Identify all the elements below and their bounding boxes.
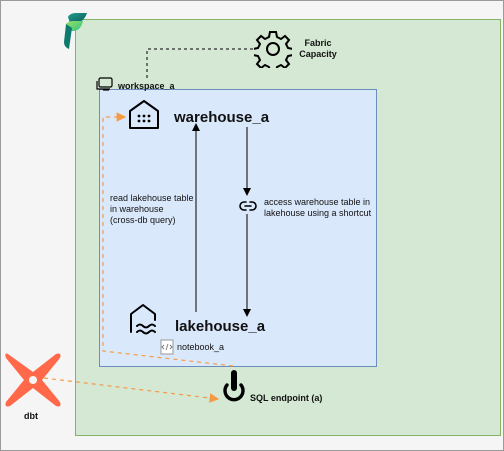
workspace-icon [96,77,113,91]
fabric-logo-icon [64,13,87,49]
sql-endpoint-label[interactable]: SQL endpoint (a) [250,393,323,403]
lakehouse-label[interactable]: lakehouse_a [175,318,266,335]
sql-warehouse-connector [102,112,234,367]
warehouse-icon [129,100,159,129]
workspace-container[interactable] [99,89,377,367]
notebook-label[interactable]: notebook_a [177,342,225,352]
power-icon [223,370,245,402]
access-edge-label: access warehouse table in lakehouse usin… [264,197,372,218]
workspace-label: workspace_a [118,81,175,91]
read-edge-label: read lakehouse table in warehouse (cross… [110,193,194,225]
dbt-label[interactable]: dbt [24,411,38,421]
dbt-sql-connector [43,377,220,403]
capacity-workspace-connector [146,48,253,80]
notebook-icon [160,339,174,355]
link-icon [238,199,258,213]
dbt-logo-icon [5,353,61,407]
fabric-capacity-label: Fabric Capacity [299,38,337,59]
lakehouse-icon [130,304,156,335]
gear-icon [254,31,292,68]
warehouse-label[interactable]: warehouse_a [174,109,270,126]
